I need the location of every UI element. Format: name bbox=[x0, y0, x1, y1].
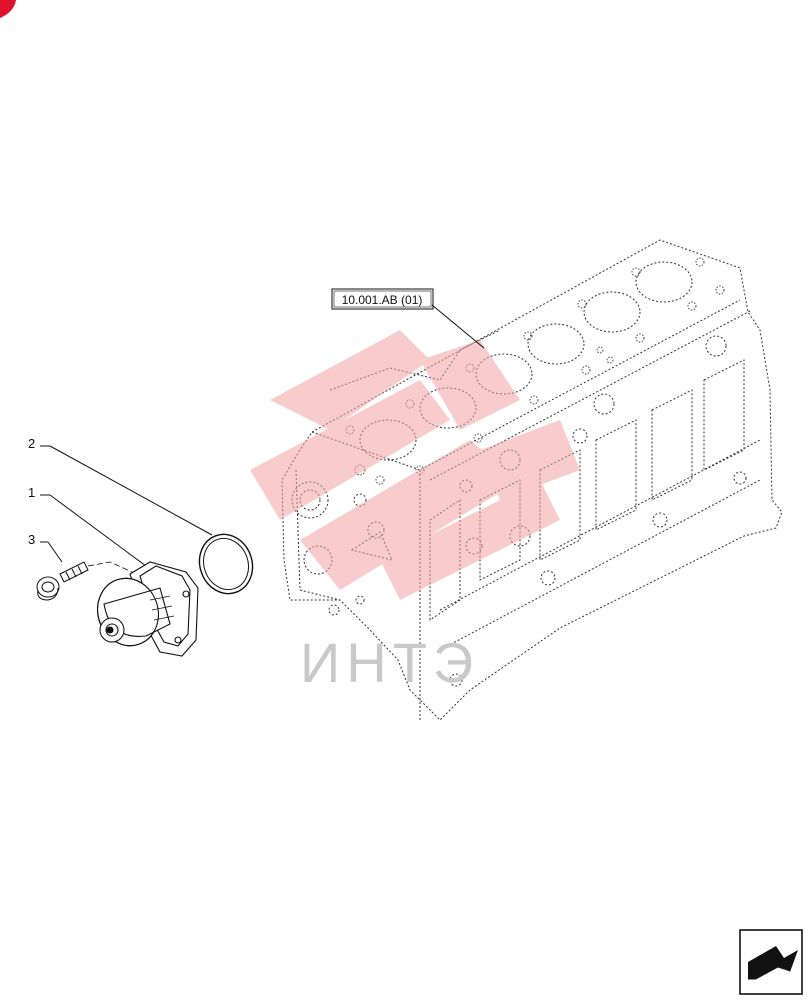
o-ring-seal[interactable] bbox=[191, 527, 260, 601]
watermark-text: ИНТЭ bbox=[300, 631, 479, 694]
corner-mark-icon bbox=[0, 0, 16, 18]
callout-1[interactable]: 1 bbox=[28, 485, 35, 500]
callout-3[interactable]: 3 bbox=[28, 532, 35, 547]
callout-3-leader-diag bbox=[47, 541, 63, 563]
bolt[interactable] bbox=[36, 561, 89, 601]
arrow-next-page-icon[interactable] bbox=[739, 929, 803, 995]
bolt-axis-line bbox=[87, 561, 133, 573]
water-pump[interactable] bbox=[89, 561, 199, 657]
callout-2-leader-diag bbox=[49, 445, 213, 536]
callout-1-leader-diag bbox=[49, 494, 147, 567]
reference-label-text: 10.001.AB (01) bbox=[342, 293, 423, 307]
callout-2[interactable]: 2 bbox=[28, 436, 35, 451]
reference-leader-line bbox=[431, 304, 485, 349]
watermark-logo bbox=[250, 330, 580, 600]
reference-label[interactable]: 10.001.AB (01) bbox=[331, 288, 434, 310]
